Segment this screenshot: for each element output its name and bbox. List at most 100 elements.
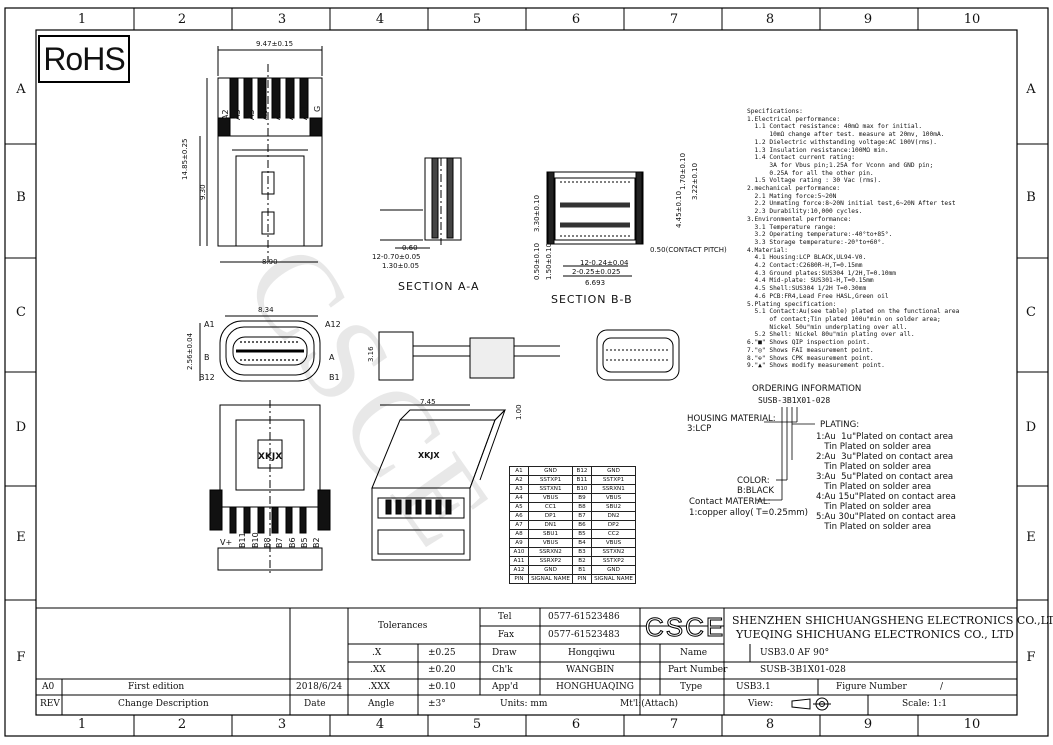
row-label: A: [1026, 82, 1036, 97]
housing-label: HOUSING MATERIAL:: [687, 414, 776, 424]
dim-050: 0.50±0.10: [533, 242, 541, 280]
col-label: 6: [571, 717, 581, 732]
front-pin-a1: A1: [204, 320, 215, 329]
pin-cell: B7: [572, 511, 592, 521]
pin-cell: A10: [509, 547, 529, 557]
spec-line: 4.4 Mid-plate: SUS301-H,T=0.15mm: [747, 277, 874, 285]
top-pin-label: A10: [286, 104, 295, 120]
bottom-view: [209, 400, 331, 575]
pin-cell: DP1: [528, 511, 573, 521]
row-label: F: [16, 650, 26, 665]
dim-pitch: 0.50(CONTACT PITCH): [650, 246, 727, 254]
bottom-pin-label: B2: [312, 537, 321, 548]
top-pin-label: G: [313, 105, 322, 112]
col-label: 9: [863, 12, 873, 27]
rev-header: REV: [40, 699, 60, 709]
col-label: 3: [277, 717, 287, 732]
pin-cell: B4: [572, 538, 592, 548]
pin-cell: SSTXP1: [591, 475, 636, 485]
spec-line: 4.6 PCB:FR4,Lead Free HASL,Green oil: [747, 292, 889, 300]
pin-cell: GND: [591, 565, 636, 575]
col-label: 5: [472, 717, 482, 732]
pin-cell: SSRXP2: [528, 556, 573, 566]
spec-line: 3.3 Storage temperature:-20°to+60°.: [747, 238, 885, 246]
dim-170: 1.70±0.10: [679, 152, 687, 190]
dim-930: 9.30: [199, 184, 207, 200]
row-label: C: [16, 305, 26, 320]
pin-cell: VBUS: [528, 538, 573, 548]
bottom-pin-label: B11: [238, 532, 247, 548]
pin-cell: VBUS: [591, 493, 636, 503]
pin-cell: SSRXN1: [591, 484, 636, 494]
fax-value: 0577-61523483: [548, 630, 620, 640]
dim-top-width: 9.47±0.15: [256, 40, 294, 48]
plating-option: Tin Plated on solder area: [816, 502, 932, 512]
side-dim-745: 7.45: [420, 398, 436, 406]
iso-brand: XKJX: [418, 451, 440, 460]
type-label: Type: [680, 682, 703, 692]
col-label: 10: [963, 717, 981, 732]
pin-cell: A7: [509, 520, 529, 530]
bottom-pin-label: B10: [251, 532, 260, 548]
rev-a0-desc: First edition: [128, 682, 185, 692]
col-label: 4: [375, 12, 385, 27]
scale-label: Scale: 1:1: [902, 699, 948, 709]
dim-130: 1.30±0.05: [382, 262, 420, 270]
top-pin-label: A5: [247, 109, 256, 120]
spec-line: 2.mechanical performance:: [747, 185, 841, 193]
pin-cell: A12: [509, 565, 529, 575]
name-label: Name: [680, 648, 708, 658]
front-pin-b1: B1: [329, 373, 340, 382]
name-value: USB3.0 AF 90°: [760, 648, 830, 658]
pin-cell: B3: [572, 547, 592, 557]
view-label: View:: [748, 699, 774, 709]
tol-xxx: .XXX: [368, 682, 391, 692]
pin-cell: A6: [509, 511, 529, 521]
col-label: 10: [963, 12, 981, 27]
pin-cell: SSTXN1: [528, 484, 573, 494]
bottom-pin-label: B7: [275, 537, 284, 548]
top-pin-label: A7: [273, 109, 282, 120]
change-description-header: Change Description: [118, 699, 209, 709]
plating-option: Tin Plated on solder area: [816, 462, 932, 472]
pin-cell: PIN: [572, 574, 592, 584]
units: Units: mm: [500, 699, 548, 709]
contact-label: Contact MATERIAL:: [689, 497, 771, 507]
bottom-pin-label: B8: [263, 537, 272, 548]
dim-445: 4.45±0.10: [675, 190, 683, 228]
spec-line: 0.25A for all the other pin.: [747, 169, 874, 177]
dim-12-024: 12-0.24±0.04: [580, 259, 629, 267]
plating-option: 2:Au 3u"Plated on contact area: [816, 452, 954, 462]
pin-cell: B6: [572, 520, 592, 530]
pin-cell: VBUS: [528, 493, 573, 503]
spec-line: 7."◎" Shows FAI measurement point.: [747, 346, 874, 354]
housing-value: 3:LCP: [687, 424, 712, 434]
bottom-pin-label: B6: [288, 537, 297, 548]
spec-line: 1.Electrical performance:: [747, 115, 841, 123]
col-label: 2: [177, 717, 187, 732]
company-name-2: YUEQING SHICHUANG ELECTRONICS CO., LTD: [736, 628, 1014, 641]
top-pin-label: A11: [300, 104, 309, 120]
plating-options: 1:Au 1u"Plated on contact area Tin Plate…: [816, 432, 956, 532]
date-header: Date: [304, 699, 326, 709]
approve-label: App'd: [492, 682, 519, 692]
row-label: E: [1026, 530, 1036, 545]
col-label: 2: [177, 12, 187, 27]
pin-cell: SSTXP1: [528, 475, 573, 485]
top-pin-label: A3: [233, 109, 242, 120]
pin-cell: SSRXN2: [528, 547, 573, 557]
spec-line: 2.3 Durability:10,000 cycles.: [747, 208, 863, 216]
pin-cell: A3: [509, 484, 529, 494]
front-label-a: A: [329, 353, 335, 362]
spec-line: 4.2 Contact:C2680R-H,T=0.15mm: [747, 262, 863, 270]
pin-cell: B9: [572, 493, 592, 503]
section-aa-label: SECTION A-A: [398, 280, 480, 293]
dim-322: 3.22±0.10: [691, 162, 699, 200]
pin-cell: A1: [509, 466, 529, 476]
